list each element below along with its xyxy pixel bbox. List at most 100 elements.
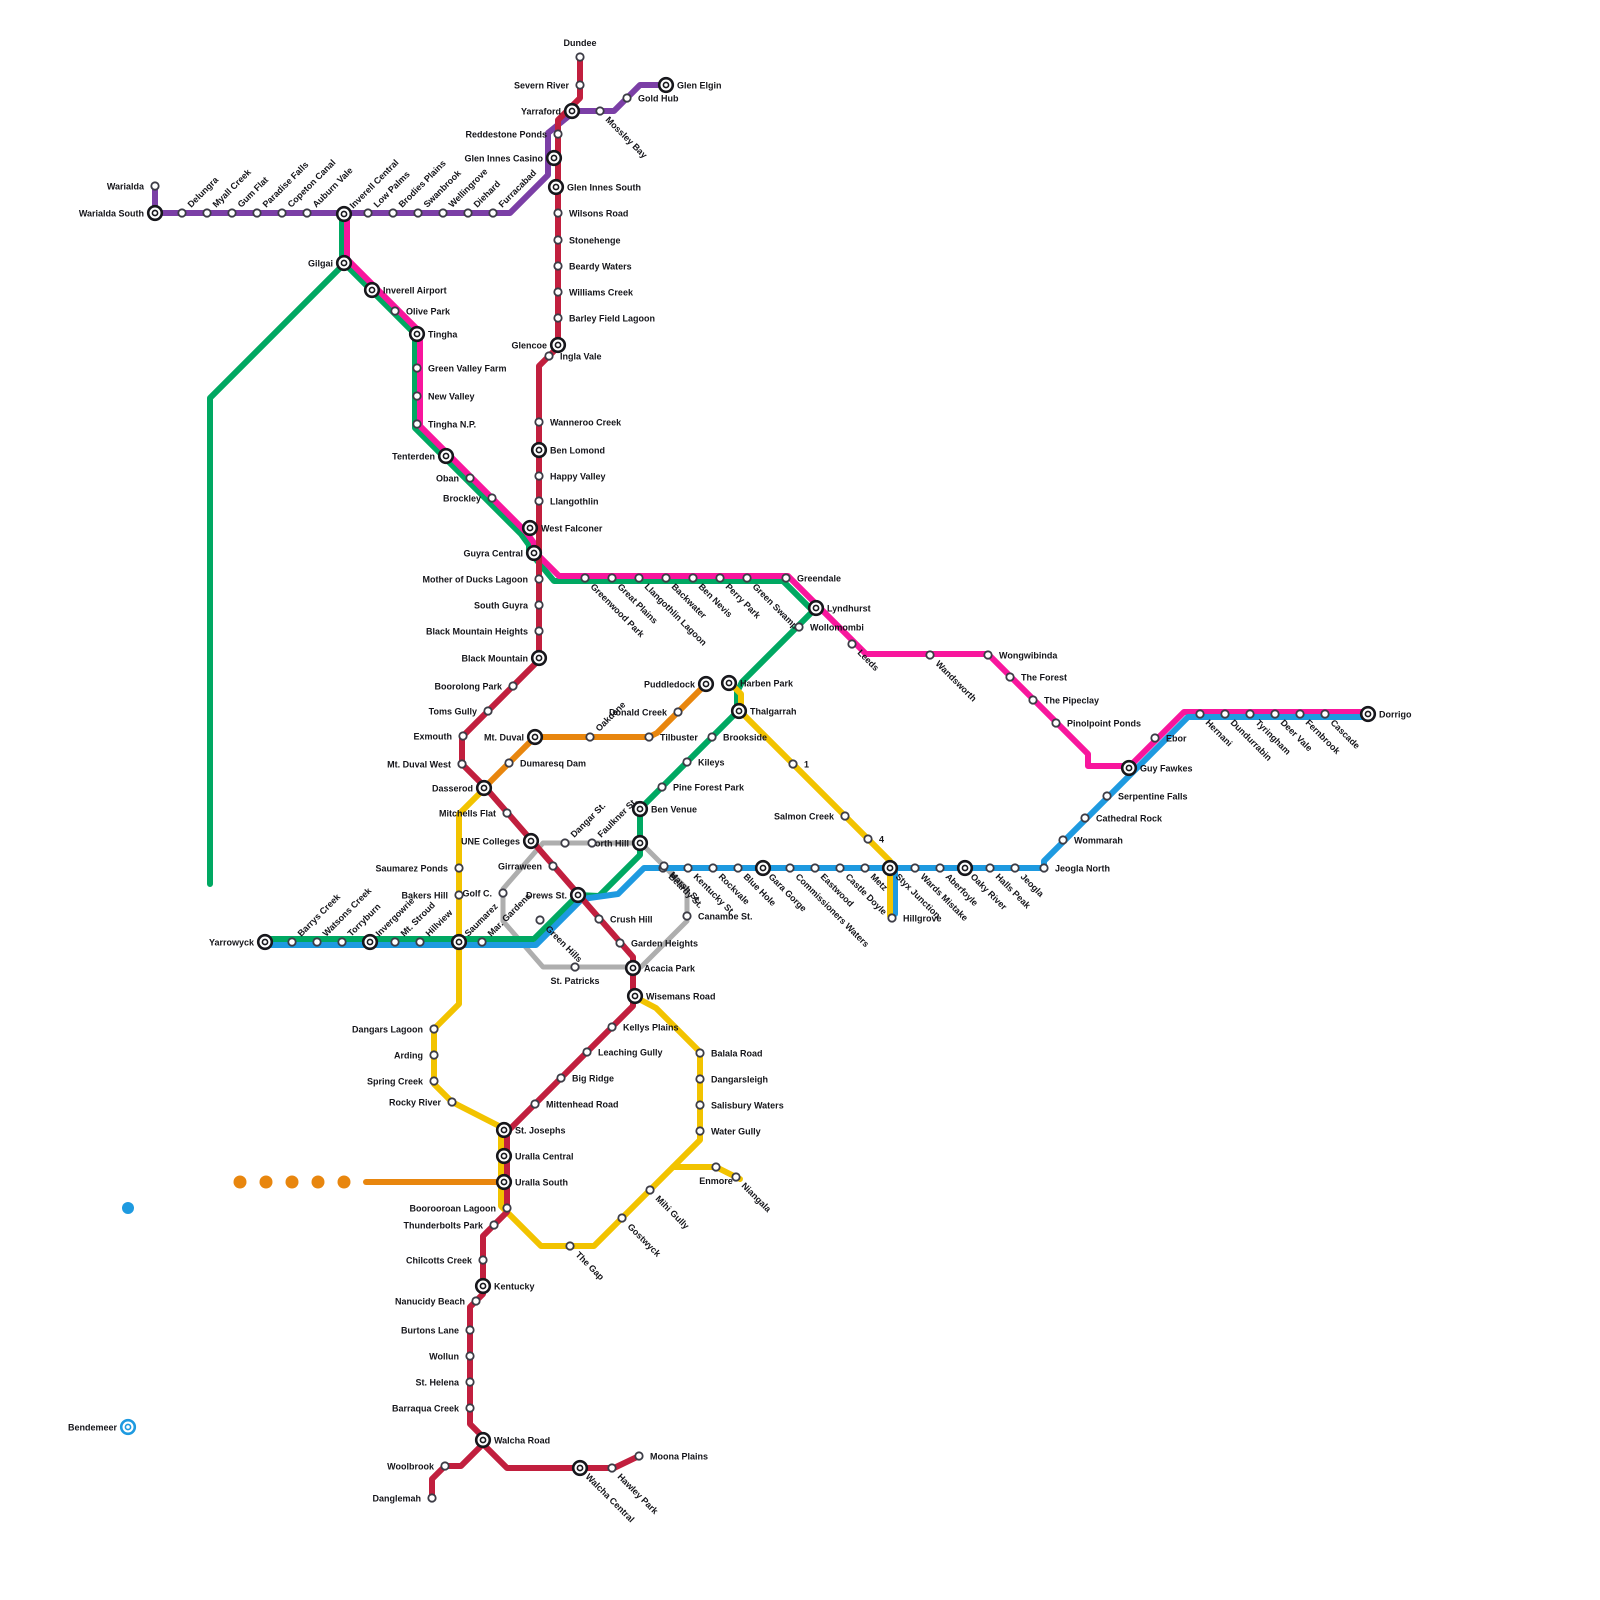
station-donald-creek[interactable]: Donald Creek <box>609 707 683 718</box>
station-yarraford[interactable]: Yarraford <box>521 102 581 120</box>
station-happy-valley[interactable]: Happy Valley <box>534 471 606 482</box>
station-salmon-creek[interactable]: Salmon Creek <box>774 811 850 822</box>
station-mt-duval[interactable]: Mt. Duval <box>484 728 544 746</box>
station-kentucky[interactable]: Kentucky <box>474 1277 535 1295</box>
station-williams-creek[interactable]: Williams Creek <box>553 287 634 298</box>
station-the-pipeclay[interactable]: The Pipeclay <box>1028 695 1099 706</box>
station-ben-lomond[interactable]: Ben Lomond <box>530 441 605 459</box>
station-stonehenge[interactable]: Stonehenge <box>553 235 621 246</box>
station-girraween[interactable]: Girraween <box>498 861 558 872</box>
station-thalgarrah[interactable]: Thalgarrah <box>730 702 797 720</box>
station-llangothlin[interactable]: Llangothlin <box>534 496 599 507</box>
station-glen-innes-south[interactable]: Glen Innes South <box>547 178 641 196</box>
station-bendemeer[interactable]: Bendemeer <box>68 1418 137 1436</box>
station-canambe-st[interactable]: Canambe St. <box>682 911 753 922</box>
station-walcha-road[interactable]: Walcha Road <box>474 1431 550 1449</box>
station-dundee[interactable]: Dundee <box>563 38 597 62</box>
station-harben-park[interactable]: Harben Park <box>720 674 794 692</box>
station-glen-elgin[interactable]: Glen Elgin <box>657 76 722 94</box>
station-garden-heights[interactable]: Garden Heights <box>615 938 698 949</box>
station-leaching-gully[interactable]: Leaching Gully <box>582 1047 663 1058</box>
station-glen-innes-casino[interactable]: Glen Innes Casino <box>464 149 563 167</box>
station-mittenhead-road[interactable]: Mittenhead Road <box>530 1099 619 1110</box>
station-wanneroo-creek[interactable]: Wanneroo Creek <box>534 417 622 428</box>
station-st-patricks[interactable]: St. Patricks <box>550 962 600 986</box>
station-kellys-plains[interactable]: Kellys Plains <box>607 1022 679 1033</box>
station-dangars-lagoon[interactable]: Dangars Lagoon <box>352 1024 439 1035</box>
station-4[interactable]: 4 <box>863 834 884 845</box>
station-brookside[interactable]: Brookside <box>707 732 767 743</box>
station-puddledock[interactable]: Puddledock <box>644 675 715 693</box>
station-ebor[interactable]: Ebor <box>1150 733 1187 744</box>
station-lyndhurst[interactable]: Lyndhurst <box>807 599 871 617</box>
station-south-guyra[interactable]: South Guyra <box>474 600 544 611</box>
station-dasserod[interactable]: Dasserod <box>432 779 493 797</box>
station-dangarsleigh[interactable]: Dangarsleigh <box>695 1074 768 1085</box>
station-water-gully[interactable]: Water Gully <box>695 1126 761 1137</box>
station-saumarez-ponds[interactable]: Saumarez Ponds <box>375 863 464 874</box>
station-severn-river[interactable]: Severn River <box>514 80 585 91</box>
station-west-falconer[interactable]: West Falconer <box>521 519 603 537</box>
station-the-forest[interactable]: The Forest <box>1005 672 1067 683</box>
station-bakers-hill[interactable]: Bakers Hill <box>401 890 464 901</box>
station-golf-c[interactable]: Golf C. <box>463 888 508 899</box>
station-wisemans-road[interactable]: Wisemans Road <box>626 987 715 1005</box>
station-kileys[interactable]: Kileys <box>682 757 725 768</box>
station-woolbrook[interactable]: Woolbrook <box>387 1461 450 1472</box>
station-beardy-waters[interactable]: Beardy Waters <box>553 261 632 272</box>
station-nanucidy-beach[interactable]: Nanucidy Beach <box>395 1296 481 1307</box>
station-crush-hill[interactable]: Crush Hill <box>594 914 653 925</box>
station-guy-fawkes[interactable]: Guy Fawkes <box>1120 759 1193 777</box>
station-big-ridge[interactable]: Big Ridge <box>556 1073 614 1084</box>
station-wommarah[interactable]: Wommarah <box>1058 835 1123 846</box>
station-rocky-river[interactable]: Rocky River <box>389 1097 457 1108</box>
station-black-mountain[interactable]: Black Mountain <box>461 649 548 667</box>
station-tilbuster[interactable]: Tilbuster <box>644 732 698 743</box>
station-chilcotts-creek[interactable]: Chilcotts Creek <box>406 1255 488 1266</box>
station-black-mountain-heights[interactable]: Black Mountain Heights <box>426 626 544 637</box>
station-exmouth[interactable]: Exmouth <box>413 731 468 742</box>
station-ingla-vale[interactable]: Ingla Vale <box>544 351 602 362</box>
station-guyra-central[interactable]: Guyra Central <box>463 544 543 562</box>
station-brockley[interactable]: Brockley <box>443 493 497 504</box>
station-oban[interactable]: Oban <box>436 473 475 484</box>
station-pinolpoint-ponds[interactable]: Pinolpoint Ponds <box>1051 718 1141 729</box>
station-jeogla-north[interactable]: Jeogla North <box>1039 863 1110 874</box>
station-greendale[interactable]: Greendale <box>781 573 841 584</box>
station-gold-hub[interactable]: Gold Hub <box>622 93 679 104</box>
station-moona-plains[interactable]: Moona Plains <box>634 1451 708 1462</box>
station-inverell-airport[interactable]: Inverell Airport <box>363 281 447 299</box>
station-dorrigo[interactable]: Dorrigo <box>1359 705 1412 723</box>
station-balala-road[interactable]: Balala Road <box>695 1048 763 1059</box>
station-tingha[interactable]: Tingha <box>408 325 458 343</box>
station-hillgrove[interactable]: Hillgrove <box>887 913 942 924</box>
station-boorolong-park[interactable]: Boorolong Park <box>434 681 518 692</box>
station-barley-field-lagoon[interactable]: Barley Field Lagoon <box>553 313 655 324</box>
station-reddestone-ponds[interactable]: Reddestone Ponds <box>465 129 563 140</box>
station-uralla-central[interactable]: Uralla Central <box>495 1147 574 1165</box>
station-wollomombi[interactable]: Wollomombi <box>794 622 864 633</box>
station-drews-st[interactable]: Drews St. <box>526 886 587 904</box>
station-toms-gully[interactable]: Toms Gully <box>429 706 493 717</box>
station-acacia-park[interactable]: Acacia Park <box>624 959 696 977</box>
station-gilgai[interactable]: Gilgai <box>308 254 353 272</box>
station-uralla-south[interactable]: Uralla South <box>495 1173 568 1191</box>
station-1[interactable]: 1 <box>788 759 809 770</box>
station-barraqua-creek[interactable]: Barraqua Creek <box>392 1403 475 1414</box>
station-warialda-south[interactable]: Warialda South <box>79 204 164 222</box>
station-burtons-lane[interactable]: Burtons Lane <box>401 1325 475 1336</box>
station-tenterden[interactable]: Tenterden <box>392 447 455 465</box>
station-boorooroan-lagoon[interactable]: Boorooroan Lagoon <box>410 1203 512 1214</box>
station-mt-duval-west[interactable]: Mt. Duval West <box>387 759 467 770</box>
station-olive-park[interactable]: Olive Park <box>390 306 451 317</box>
station-north-hill[interactable]: North Hill <box>589 834 649 852</box>
station-tingha-n-p[interactable]: Tingha N.P. <box>412 419 476 430</box>
station-green-valley-farm[interactable]: Green Valley Farm <box>412 363 507 374</box>
station-mother-of-ducks-lagoon[interactable]: Mother of Ducks Lagoon <box>423 574 544 585</box>
station-thunderbolts-park[interactable]: Thunderbolts Park <box>403 1220 499 1231</box>
station-glencoe[interactable]: Glencoe <box>511 336 567 354</box>
station-salisbury-waters[interactable]: Salisbury Waters <box>695 1100 784 1111</box>
station-yarrowyck[interactable]: Yarrowyck <box>209 933 274 951</box>
station-enmore[interactable]: Enmore <box>699 1162 733 1186</box>
station-arding[interactable]: Arding <box>394 1050 439 1061</box>
